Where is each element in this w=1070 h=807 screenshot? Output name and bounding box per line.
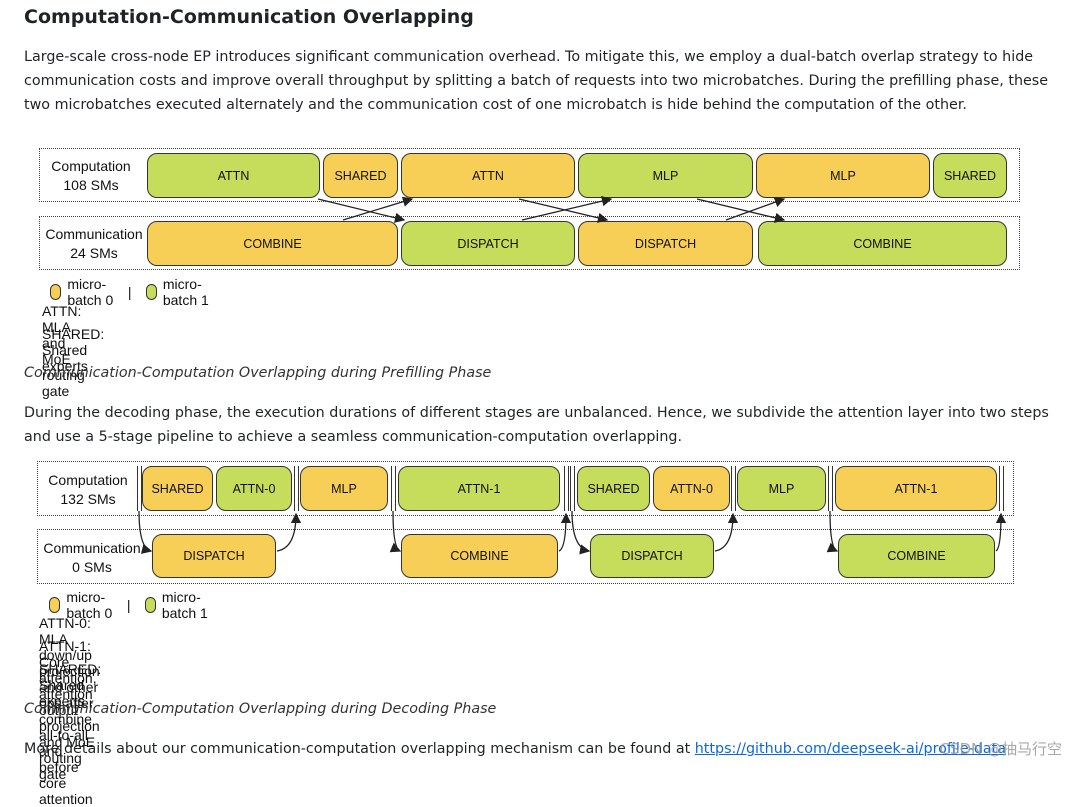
- watermark: CSDN @抽马行空: [939, 740, 1062, 758]
- note-shared: SHARED: Shared experts: [42, 326, 105, 374]
- legend-separator: |: [127, 284, 132, 300]
- comp-block-mlp: MLP: [300, 466, 388, 511]
- legend-micro-batch-0: micro-batch 0: [66, 589, 113, 621]
- stage-boundary-marker: [570, 466, 575, 511]
- computation-lane: [37, 461, 1014, 516]
- legend-separator: |: [126, 597, 131, 613]
- profile-data-link[interactable]: https://github.com/deepseek-ai/profile-d…: [694, 741, 1007, 757]
- comp-block-attn-1: ATTN-1: [398, 466, 560, 511]
- comp-block-shared: SHARED: [933, 153, 1007, 198]
- micro-batch-1-swatch: [145, 284, 157, 300]
- stage-boundary-marker: [564, 466, 569, 511]
- micro-batch-1-swatch: [144, 597, 156, 613]
- note-attn: ATTN: MLA and MoE routing gate: [42, 303, 85, 399]
- comm-block-dispatch: DISPATCH: [578, 221, 753, 266]
- computation-title: Computation: [48, 472, 128, 488]
- comp-block-attn-0: ATTN-0: [216, 466, 292, 511]
- comp-block-shared: SHARED: [323, 153, 398, 198]
- legend-micro-batch-1: micro-batch 1: [161, 589, 208, 621]
- comm-block-dispatch: DISPATCH: [590, 534, 714, 578]
- communication-sms: 24 SMs: [70, 245, 118, 261]
- comm-block-combine: COMBINE: [401, 534, 558, 578]
- more-details-text: More details about our communication-com…: [24, 741, 695, 757]
- computation-title: Computation: [51, 158, 131, 174]
- comm-block-dispatch: DISPATCH: [152, 534, 276, 578]
- legend-micro-batch-0: micro-batch 0: [67, 276, 114, 308]
- communication-title: Communication: [45, 226, 143, 242]
- computation-lane-label: Computation 108 SMs: [42, 157, 140, 195]
- comp-block-attn-1: ATTN-1: [835, 466, 997, 511]
- stage-boundary-marker: [391, 466, 396, 511]
- comp-block-shared: SHARED: [577, 466, 650, 511]
- decode-dependency-arrows: [138, 510, 1007, 555]
- comp-block-attn: ATTN: [401, 153, 575, 198]
- decoding-paragraph: During the decoding phase, the execution…: [24, 405, 1049, 445]
- computation-sms: 108 SMs: [63, 177, 119, 193]
- comp-block-shared: SHARED: [142, 466, 213, 511]
- prefill-legend: micro-batch 0 | micro-batch 1: [50, 276, 209, 308]
- computation-sms: 132 SMs: [60, 491, 116, 507]
- communication-lane-label: Communication 0 SMs: [40, 539, 144, 577]
- figure-caption-prefill: Communication-Computation Overlapping du…: [24, 365, 492, 381]
- legend-micro-batch-1: micro-batch 1: [162, 276, 209, 308]
- stage-boundary-marker: [999, 466, 1004, 511]
- note-shared: SHARED: Shared experts: [39, 661, 102, 709]
- communication-sms: 0 SMs: [72, 559, 112, 575]
- section-heading: Computation-Communication Overlapping: [24, 6, 474, 28]
- comm-block-combine: COMBINE: [838, 534, 995, 578]
- comp-block-mlp: MLP: [756, 153, 930, 198]
- prefill-dependency-arrows: [317, 196, 786, 223]
- comm-block-combine: COMBINE: [147, 221, 398, 266]
- stage-boundary-marker: [731, 466, 736, 511]
- comm-block-combine: COMBINE: [758, 221, 1007, 266]
- stage-boundary-marker: [137, 466, 142, 511]
- more-details-paragraph: More details about our communication-com…: [24, 737, 1054, 761]
- communication-lane: [37, 529, 1014, 584]
- communication-title: Communication: [43, 540, 141, 556]
- computation-lane-label: Computation 132 SMs: [40, 471, 136, 509]
- comp-block-attn: ATTN: [147, 153, 320, 198]
- comp-block-attn-0: ATTN-0: [653, 466, 730, 511]
- communication-lane: [39, 216, 1020, 270]
- stage-boundary-marker: [828, 466, 833, 511]
- micro-batch-0-swatch: [49, 597, 61, 613]
- figure-caption-decode: Communication-Computation Overlapping du…: [24, 701, 497, 717]
- communication-lane-label: Communication 24 SMs: [42, 225, 146, 263]
- comp-block-mlp: MLP: [737, 466, 826, 511]
- decode-legend: micro-batch 0 | micro-batch 1: [49, 589, 208, 621]
- stage-boundary-marker: [294, 466, 299, 511]
- comm-block-dispatch: DISPATCH: [401, 221, 575, 266]
- comp-block-mlp: MLP: [578, 153, 753, 198]
- intro-paragraph: Large-scale cross-node EP introduces sig…: [24, 49, 1049, 113]
- micro-batch-0-swatch: [50, 284, 62, 300]
